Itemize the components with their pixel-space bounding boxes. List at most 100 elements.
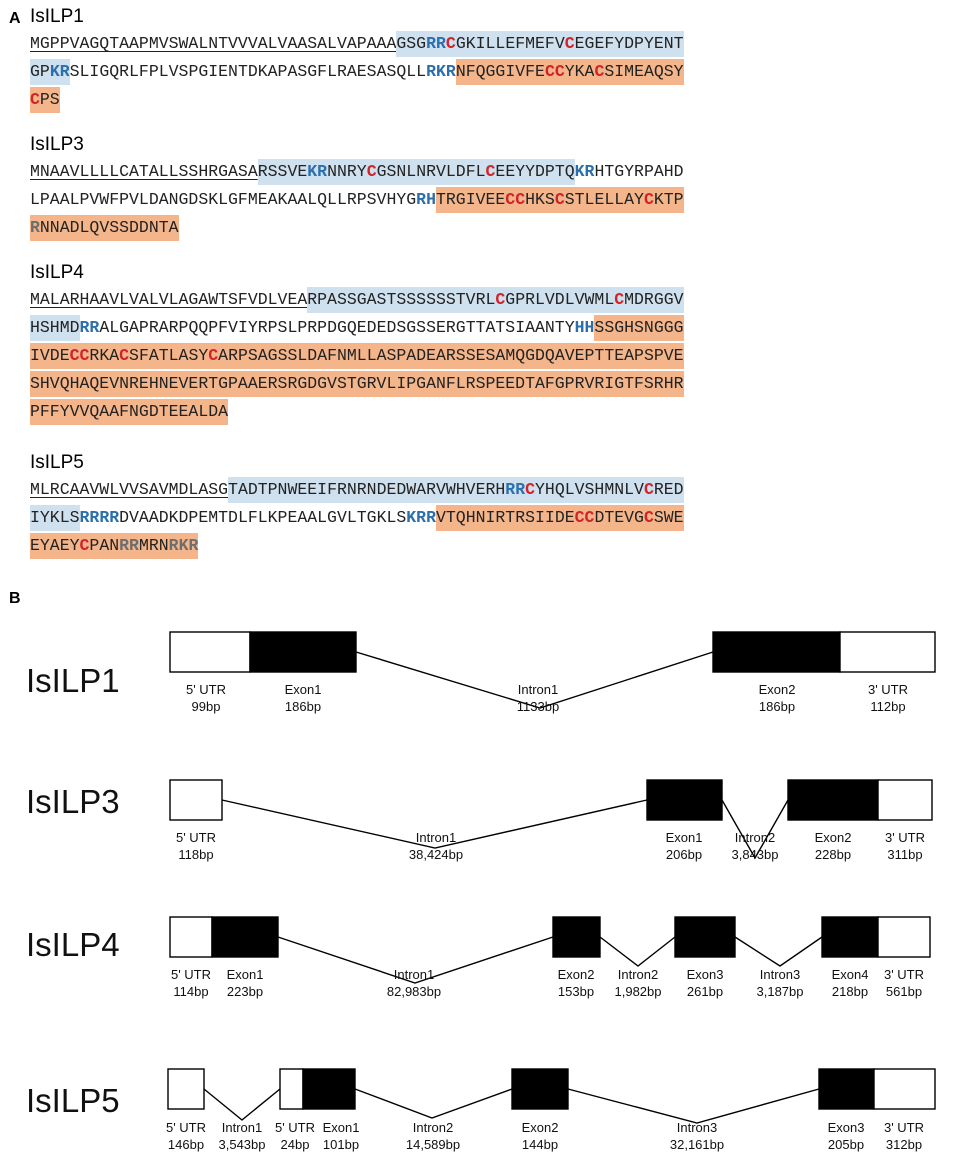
cysteine-residue: C <box>643 477 654 503</box>
a-chain-segment: PFFYVVQAAFNGDTEEALDA <box>30 399 229 425</box>
b-chain-segment: IYKLS <box>30 505 80 531</box>
segment-size-label: 223bp <box>227 984 263 999</box>
a-chain-segment: PAN <box>89 533 120 559</box>
segment-name-label: Exon1 <box>227 967 264 982</box>
a-chain-segment: SSGHSNGGG <box>594 315 684 341</box>
a-chain-segment: KTP <box>653 187 684 213</box>
cysteine-residue: C <box>594 59 605 85</box>
exon-box <box>787 779 879 821</box>
b-chain-segment: EEYYDPTQ <box>495 159 575 185</box>
exon-box <box>211 916 279 958</box>
segment-name-label: Exon3 <box>687 967 724 982</box>
segment-name-label: Exon2 <box>522 1120 559 1135</box>
cleavage-site-residues: RR <box>505 477 526 503</box>
sequence-line: SHVQHAQEVNREHNEVERTGPAAERSRGDGVSTGRVLIPG… <box>30 371 684 397</box>
panel-a-letter: A <box>9 10 21 27</box>
segment-size-label: 218bp <box>832 984 868 999</box>
segment-name-label: Exon2 <box>558 967 595 982</box>
intron-line <box>734 936 823 967</box>
segment-size-label: 3,843bp <box>732 847 779 862</box>
exon-box <box>646 779 723 821</box>
cleavage-site-residues: RR <box>79 318 100 337</box>
a-chain-segment: SIMEAQSY <box>604 59 684 85</box>
utr-box <box>167 1068 205 1110</box>
segment-size-label: 118bp <box>178 847 213 862</box>
segment-name-label: 5' UTR <box>176 830 216 845</box>
protein-name: IsILP1 <box>30 6 84 27</box>
segment-size-label: 3,187bp <box>757 984 804 999</box>
segment-name-label: Intron2 <box>413 1120 453 1135</box>
cysteine-residue: C <box>495 287 506 313</box>
segment-name-label: Intron2 <box>735 830 775 845</box>
a-chain-segment: HKS <box>525 187 555 213</box>
segment-size-label: 24bp <box>281 1137 310 1152</box>
segment-size-label: 206bp <box>666 847 702 862</box>
segment-name-label: 5' UTR <box>171 967 211 982</box>
segment-name-label: Intron1 <box>394 967 434 982</box>
segment-size-label: 144bp <box>522 1137 558 1152</box>
utr-box <box>169 916 213 958</box>
a-chain-segment: IVDE <box>30 343 70 369</box>
sequence-line: MNAAVLLLLCATALLSSHRGASARSSVEKRNNRYCGSNLN… <box>30 159 684 185</box>
segment-name-label: 3' UTR <box>884 967 924 982</box>
segment-size-label: 38,424bp <box>409 847 463 862</box>
cysteine-residue: C <box>564 31 575 57</box>
a-chain-segment: SWE <box>653 505 684 531</box>
utr-box <box>877 916 931 958</box>
cysteine-residue: C <box>643 187 654 213</box>
intron-line <box>221 799 648 849</box>
segment-size-label: 99bp <box>192 699 221 714</box>
segment-size-label: 1133bp <box>517 699 559 714</box>
intron-line <box>721 799 789 860</box>
segment-name-label: Exon1 <box>285 682 322 697</box>
b-chain-segment: GSNLNRVLDFL <box>376 159 486 185</box>
segment-size-label: 153bp <box>558 984 594 999</box>
b-chain-segment: GSG <box>396 31 427 57</box>
sequence-line: RNNADLQVSSDDNTA <box>30 215 179 241</box>
exon-box <box>818 1068 875 1110</box>
a-chain-segment: VTQHNIRTRSIIDE <box>436 505 575 531</box>
cysteine-residue: CC <box>544 59 565 85</box>
b-chain-segment: GKILLEFMEFV <box>455 31 565 57</box>
exon-box <box>249 631 357 673</box>
a-chain-segment: PS <box>39 87 60 113</box>
b-chain-segment: YHQLVSHMNLV <box>535 477 644 503</box>
b-chain-segment: GPRLVDLVWML <box>505 287 615 313</box>
segment-name-label: Exon1 <box>666 830 703 845</box>
cysteine-residue: CC <box>69 343 90 369</box>
sequence-line: HSHMDRRALGAPRARPQQPFVIYRPSLPRPDGQEDEDSGS… <box>30 315 684 341</box>
segment-size-label: 311bp <box>887 847 922 862</box>
cleavage-site-residues: KR <box>49 59 70 85</box>
sequence-line: LPAALPVWFPVLDANGDSKLGFMEAKAALQLLRPSVHYGR… <box>30 187 684 213</box>
segment-size-label: 101bp <box>323 1137 359 1152</box>
exon-box <box>821 916 879 958</box>
cleavage-site-residues: HH <box>574 318 595 337</box>
utr-box <box>279 1068 304 1110</box>
intron-line <box>355 651 714 709</box>
utr-box <box>873 1068 936 1110</box>
segment-name-label: Intron3 <box>677 1120 717 1135</box>
sequence-line: MLRCAAVWLVVSAVMDLASGTADTPNWEEIFRNRNDEDWA… <box>30 477 684 503</box>
segment-size-label: 312bp <box>886 1137 922 1152</box>
cysteine-residue: C <box>119 343 130 369</box>
sequence-line: EYAEYCPANRRMRNRKR <box>30 533 199 559</box>
cleavage-site-residues: RKR <box>426 62 456 81</box>
segment-name-label: Intron3 <box>760 967 800 982</box>
cysteine-residue: C <box>485 159 496 185</box>
basic-residues: R <box>30 215 40 241</box>
cysteine-residue: CC <box>505 187 526 213</box>
c-peptide-segment: LPAALPVWFPVLDANGDSKLGFMEAKAALQLLRPSVHYG <box>30 190 417 209</box>
segment-size-label: 228bp <box>815 847 851 862</box>
exon-box <box>511 1068 569 1110</box>
segment-name-label: 5' UTR <box>275 1120 315 1135</box>
basic-residues: RKR <box>168 533 199 559</box>
sequence-line: GPKRSLIGQRLFPLVSPGIENTDKAPASGFLRAESASQLL… <box>30 59 684 85</box>
intron-line <box>277 936 554 984</box>
a-chain-segment: DTEVG <box>594 505 644 531</box>
sequence-line: PFFYVVQAAFNGDTEEALDA <box>30 399 229 425</box>
segment-size-label: 3,543bp <box>219 1137 266 1152</box>
a-chain-segment: SHVQHAQEVNREHNEVERTGPAAERSRGDGVSTGRVLIPG… <box>30 371 684 397</box>
